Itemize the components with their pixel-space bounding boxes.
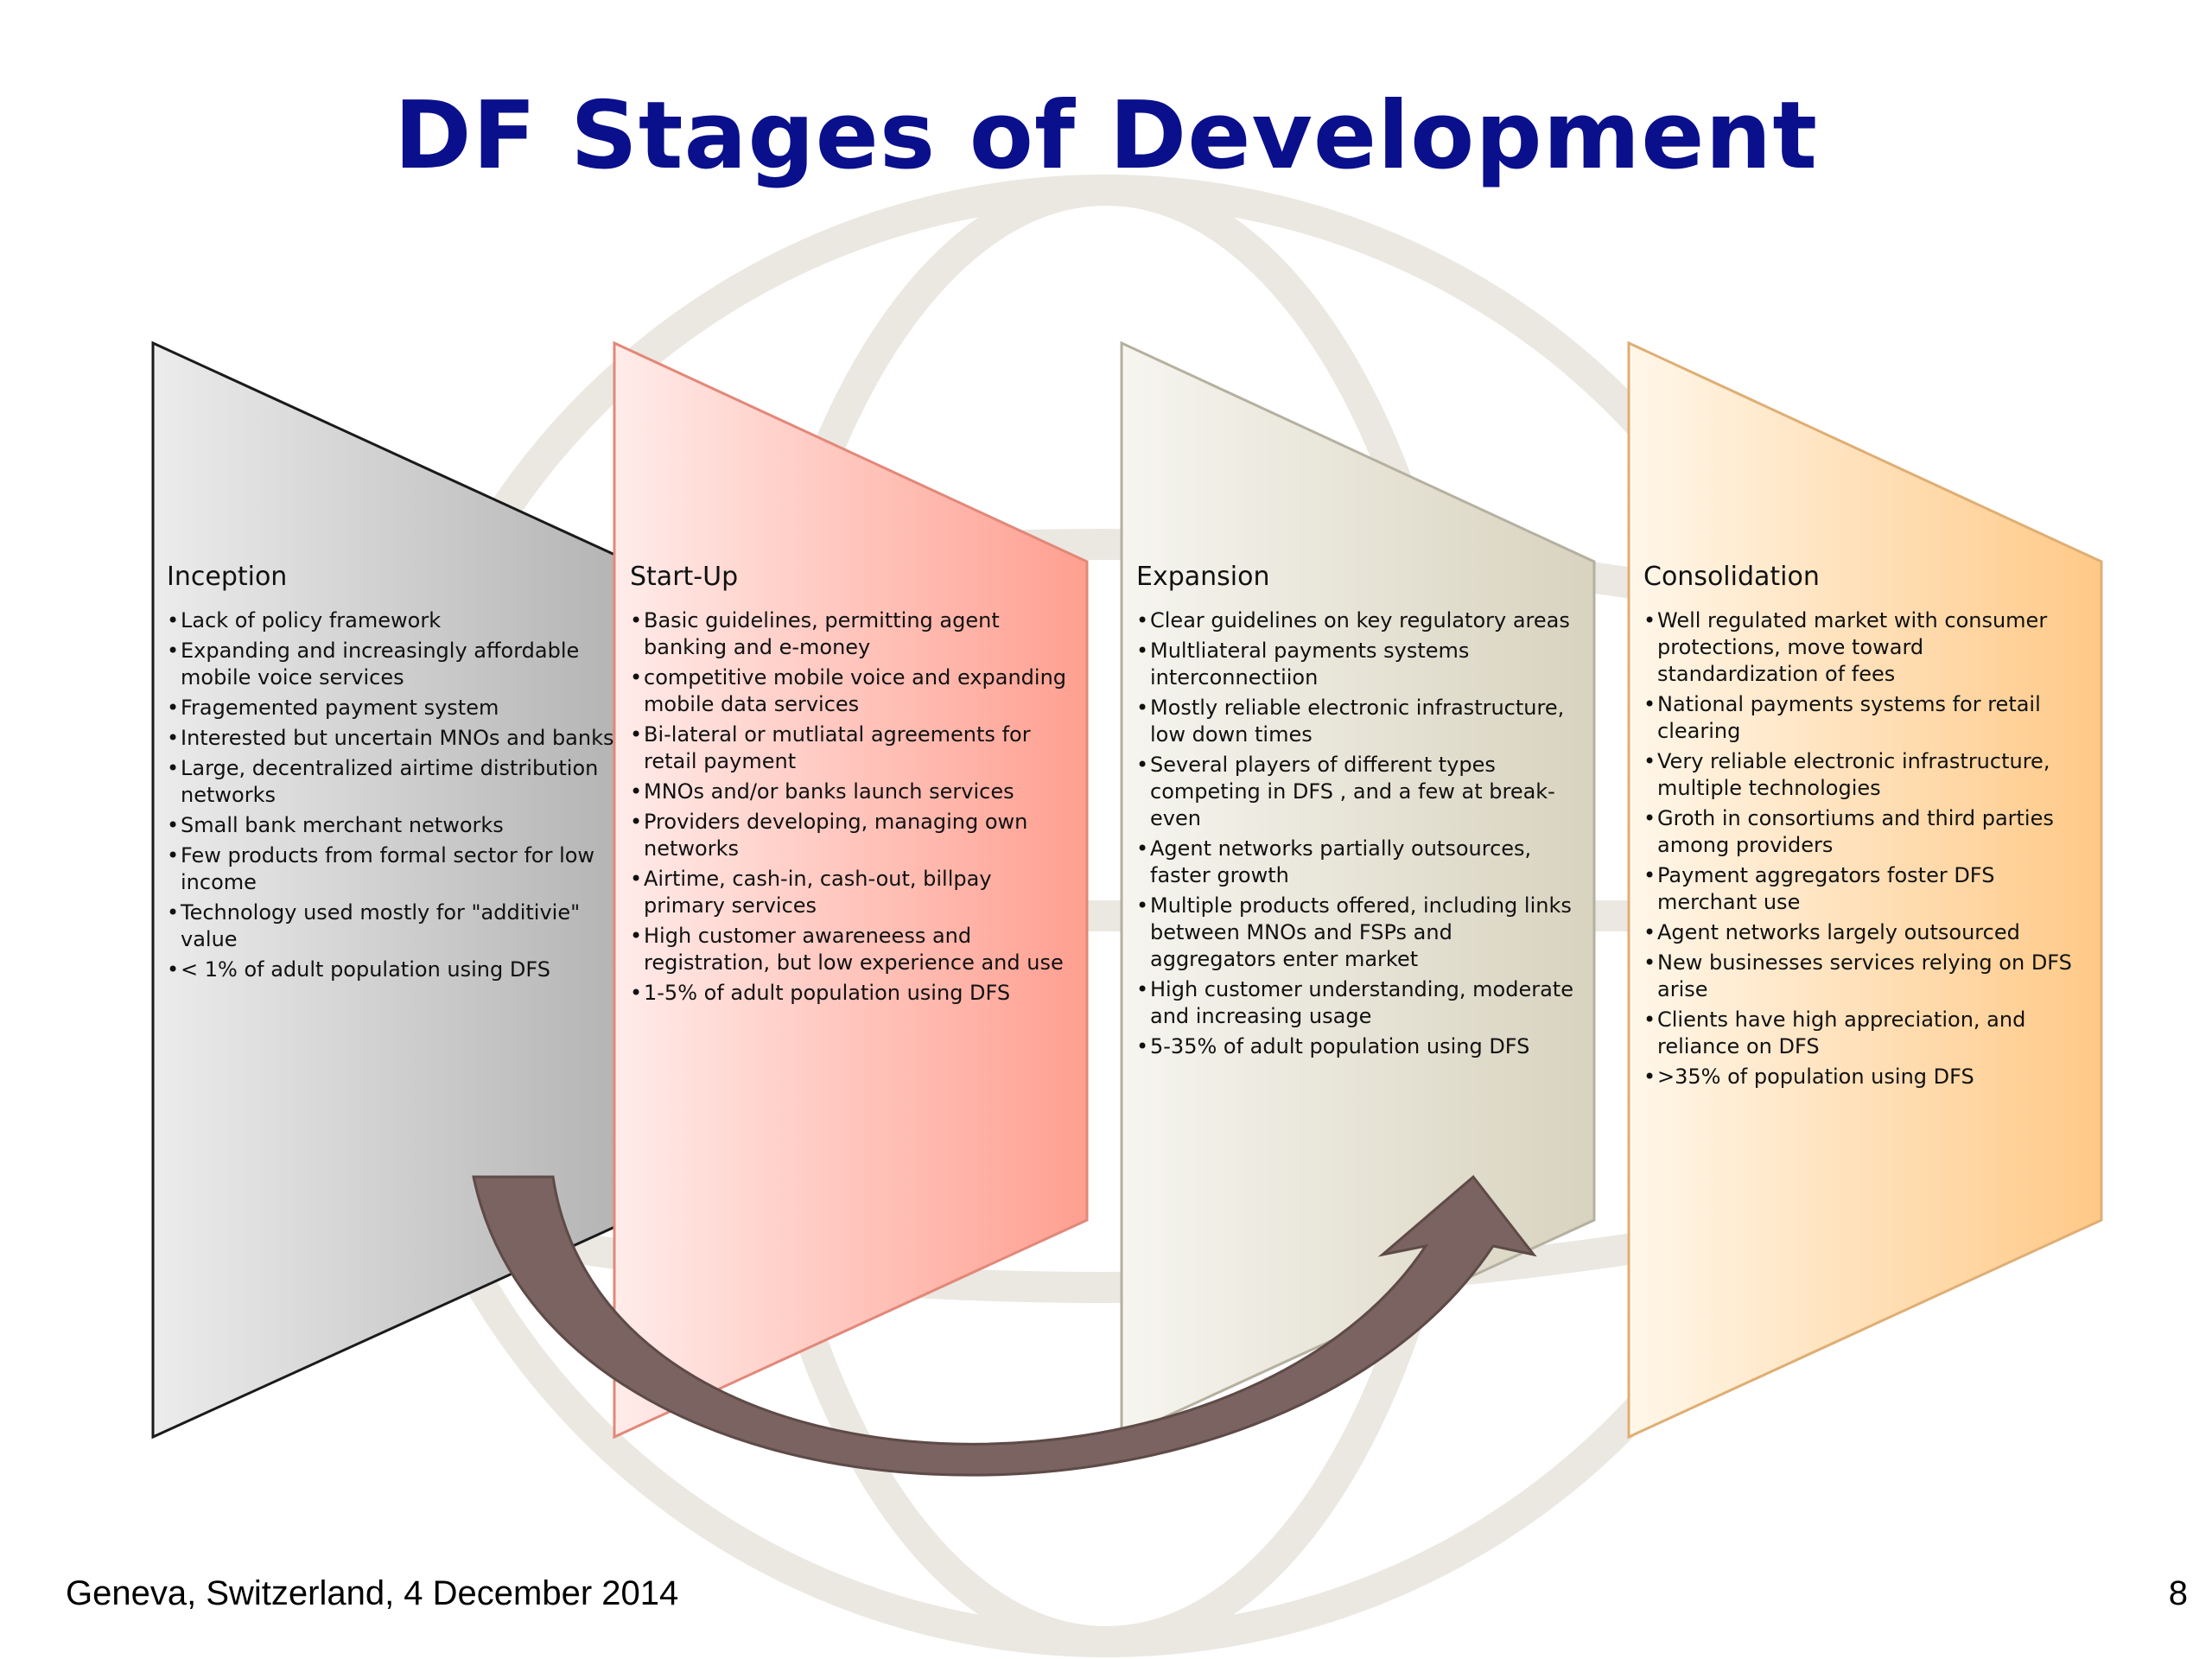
stage-start-up: Start-Up Basic guidelines, permitting ag… [630, 562, 1071, 1010]
stage-bullet: Airtime, cash-in, cash-out, billpay prim… [630, 866, 1071, 919]
stage-bullet: Expanding and increasingly affordable mo… [167, 638, 616, 691]
stage-bullet: Multiple products offered, including lin… [1136, 893, 1581, 973]
stage-bullet: Clients have high appreciation, and reli… [1643, 1007, 2088, 1060]
stage-bullet: Multliateral payments systems interconne… [1136, 638, 1581, 691]
stage-bullet: Technology used mostly for "additivie" v… [167, 899, 616, 953]
stage-bullet-list: Basic guidelines, permitting agent banki… [630, 607, 1071, 1007]
stage-heading: Start-Up [630, 562, 739, 592]
stage-heading: Inception [167, 562, 288, 592]
stage-bullet: Mostly reliable electronic infrastructur… [1136, 695, 1581, 748]
stage-bullet: Fragemented payment system [167, 695, 616, 721]
stage-bullet: Basic guidelines, permitting agent banki… [630, 607, 1071, 661]
stage-bullet: Few products from formal sector for low … [167, 842, 616, 896]
stage-bullet: Lack of policy framework [167, 607, 616, 634]
stage-heading: Expansion [1136, 562, 1270, 592]
stage-bullet: High customer awareneess and registratio… [630, 923, 1071, 976]
stage-bullet: Clear guidelines on key regulatory areas [1136, 607, 1581, 634]
stage-bullet-list: Clear guidelines on key regulatory areas… [1136, 607, 1581, 1060]
stage-heading: Consolidation [1643, 562, 1820, 592]
stage-bullet: competitive mobile voice and expanding m… [630, 664, 1071, 718]
stage-bullet: Large, decentralized airtime distributio… [167, 755, 616, 809]
stage-bullet: < 1% of adult population using DFS [167, 957, 616, 983]
stage-bullet-list: Lack of policy frameworkExpanding and in… [167, 607, 616, 983]
stage-bullet: Providers developing, managing own netwo… [630, 809, 1071, 862]
stage-bullet: MNOs and/or banks launch services [630, 779, 1071, 805]
page-number: 8 [2168, 1574, 2188, 1612]
stage-bullet: National payments systems for retail cle… [1643, 691, 2088, 745]
stage-bullet: >35% of population using DFS [1643, 1064, 2088, 1090]
page-title: DF Stages of Development [394, 82, 1818, 190]
stage-bullet: Agent networks partially outsources, fas… [1136, 836, 1581, 889]
stage-bullet: New businesses services relying on DFS a… [1643, 950, 2088, 1003]
stage-bullet: Interested but uncertain MNOs and banks [167, 725, 616, 752]
stage-bullet: 5-35% of adult population using DFS [1136, 1033, 1581, 1060]
stage-bullet: High customer understanding, moderate an… [1136, 976, 1581, 1030]
stage-bullet: Very reliable electronic infrastructure,… [1643, 748, 2088, 802]
stage-bullet-list: Well regulated market with consumer prot… [1643, 607, 2088, 1090]
stage-bullet: Small bank merchant networks [167, 812, 616, 839]
stage-bullet: Several players of different types compe… [1136, 752, 1581, 832]
stage-bullet: Well regulated market with consumer prot… [1643, 607, 2088, 688]
stage-consolidation: Consolidation Well regulated market with… [1643, 562, 2088, 1094]
stage-bullet: Bi-lateral or mutliatal agreements for r… [630, 721, 1071, 775]
footer-location: Geneva, Switzerland, 4 December 2014 [66, 1574, 679, 1612]
stage-bullet: Payment aggregators foster DFS merchant … [1643, 862, 2088, 916]
stage-inception: Inception Lack of policy frameworkExpand… [167, 562, 616, 987]
stage-bullet: Groth in consortiums and third parties a… [1643, 805, 2088, 859]
stage-bullet: Agent networks largely outsourced [1643, 919, 2088, 946]
stage-bullet: 1-5% of adult population using DFS [630, 980, 1071, 1007]
stage-expansion: Expansion Clear guidelines on key regula… [1136, 562, 1581, 1064]
